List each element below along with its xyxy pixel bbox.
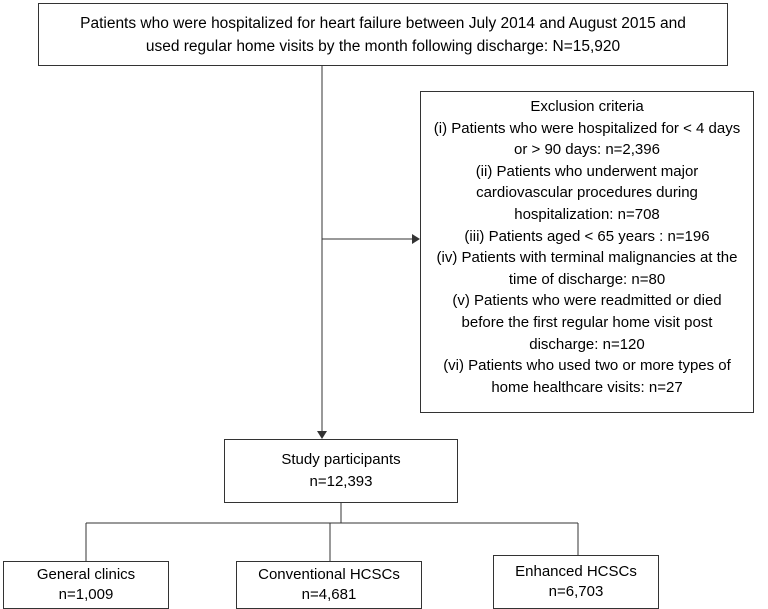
exclusion-line: cardiovascular procedures during — [476, 184, 698, 202]
box-text-line: used regular home visits by the month fo… — [145, 37, 621, 55]
exclusion-line: (ii) Patients who underwent major — [475, 162, 699, 180]
exclusion-heading: Exclusion criteria — [530, 98, 644, 115]
arrowhead-exclusion — [412, 234, 420, 244]
exclusion-line: hospitalization: n=708 — [514, 205, 660, 223]
box-eligible-patients: Patients who were hospitalized for heart… — [38, 3, 728, 66]
box-text-line: Study participants — [281, 451, 401, 468]
exclusion-line: (iv) Patients with terminal malignancies… — [436, 249, 738, 267]
exclusion-line: (i) Patients who were hospitalized for <… — [433, 119, 741, 137]
box-text-line: Enhanced HCSCs — [515, 563, 637, 580]
exclusion-line: or > 90 days: n=2,396 — [514, 141, 660, 159]
box-general-clinics: General clinics n=1,009 — [3, 561, 169, 609]
exclusion-line: (vi) Patients who used two or more types… — [443, 357, 731, 375]
exclusion-line: time of discharge: n=80 — [508, 270, 666, 288]
box-text-line: Patients who were hospitalized for heart… — [80, 14, 686, 32]
box-text-line: n=4,681 — [301, 586, 357, 603]
arrowhead-study — [317, 431, 327, 439]
exclusion-line: (iii) Patients aged < 65 years : n=196 — [464, 227, 710, 245]
exclusion-line: before the first regular home visit post — [461, 313, 713, 331]
box-text-line: n=12,393 — [309, 473, 373, 490]
box-exclusion-criteria: Exclusion criteria (i) Patients who were… — [420, 91, 754, 413]
exclusion-line: discharge: n=120 — [529, 335, 645, 353]
exclusion-line: home healthcare visits: n=27 — [491, 378, 683, 396]
box-text-line: n=1,009 — [58, 586, 114, 603]
box-enhanced-hcscs: Enhanced HCSCs n=6,703 — [493, 555, 659, 609]
box-conventional-hcscs: Conventional HCSCs n=4,681 — [236, 561, 422, 609]
box-text-line: n=6,703 — [548, 583, 604, 600]
box-text-line: General clinics — [36, 566, 136, 583]
box-study-participants: Study participants n=12,393 — [224, 439, 458, 503]
exclusion-line: (v) Patients who were readmitted or died — [452, 292, 722, 310]
box-text-line: Conventional HCSCs — [258, 566, 400, 583]
